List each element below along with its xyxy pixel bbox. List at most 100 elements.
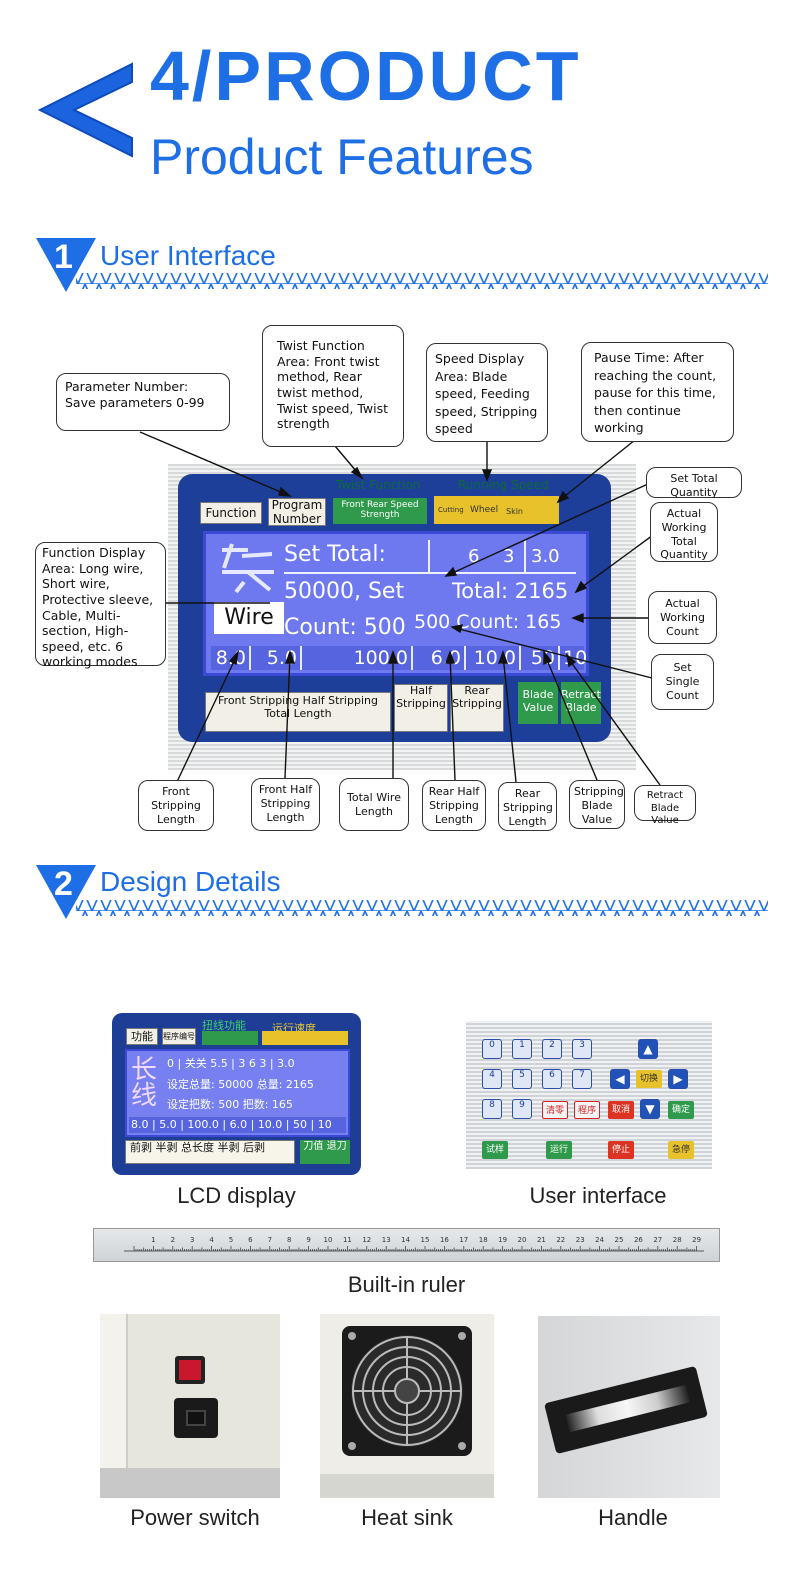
long-wire-glyph-icon: [222, 543, 274, 594]
ruler-tick-label: 12: [362, 1236, 371, 1244]
switch-button[interactable]: 切换: [636, 1070, 662, 1088]
key-8[interactable]: 8: [482, 1099, 502, 1119]
heat-sink-photo: [320, 1314, 494, 1498]
blade-value-button[interactable]: Blade Value: [518, 682, 558, 724]
screen-val-c: 3.0: [531, 546, 560, 567]
arrow-up-icon[interactable]: ▲: [638, 1039, 658, 1059]
param-cell: 50: [293, 1118, 308, 1131]
callout-rear-half-stripping-length: Rear Half Stripping Length: [422, 780, 486, 831]
callout-total-wire-length: Total Wire Length: [339, 778, 409, 831]
lcd-screen: 长线 0 | 关关 5.5 | 3 6 3 | 3.0 设定总量: 50000 …: [125, 1049, 350, 1137]
ruler-tick-label: 17: [459, 1236, 468, 1244]
arrow-down-icon[interactable]: ▼: [640, 1099, 660, 1119]
mode-display: Wire: [214, 602, 284, 634]
screen-line3b: 500 Count: 165: [414, 611, 562, 633]
program-number-button[interactable]: Program Number: [268, 498, 326, 526]
fan-icon: [342, 1326, 472, 1456]
param-cell: 5.0: [159, 1118, 177, 1131]
ruler-tick-label: 29: [692, 1236, 701, 1244]
function-button: 功能: [126, 1028, 158, 1045]
run-button[interactable]: 运行: [546, 1141, 572, 1159]
cabinet-edge: [100, 1314, 128, 1498]
ruler-tick-label: 11: [343, 1236, 352, 1244]
program-number-button: 程序编号: [162, 1028, 196, 1045]
ruler-tick-label: 13: [382, 1236, 391, 1244]
retract-blade-button[interactable]: Retract Blade: [561, 682, 601, 724]
confirm-button[interactable]: 确定: [668, 1101, 694, 1119]
ruler-tick-label: 1: [151, 1236, 155, 1244]
screen-val-b: 3: [503, 546, 515, 567]
front-rear-speed-button[interactable]: Front Rear Speed Strength: [333, 498, 427, 524]
ruler-tick-label: 16: [440, 1236, 449, 1244]
key-7[interactable]: 7: [572, 1069, 592, 1089]
ruler-tick-label: 6: [248, 1236, 253, 1244]
power-switch-icon: [175, 1356, 205, 1384]
callout-parameter-number: Parameter Number: Save parameters 0-99: [56, 373, 230, 431]
key-6[interactable]: 6: [542, 1069, 562, 1089]
screen-line2: 设定总量: 50000 总量: 2165: [167, 1078, 314, 1091]
wheel-label: Wheel: [470, 505, 499, 515]
param-cell: 10.0: [257, 1118, 283, 1131]
ruler-tick-label: 27: [653, 1236, 662, 1244]
rear-stripping-label: Rear Stripping: [452, 684, 502, 710]
callout-set-single-count: Set Single Count: [651, 654, 714, 710]
blade-label: 刀值: [303, 1141, 324, 1152]
half-stripping-cell: Half Stripping: [394, 684, 448, 732]
callout-pause-time: Pause Time: After reaching the count, pa…: [581, 342, 734, 442]
speed-strip: [262, 1031, 348, 1045]
caption-handle: Handle: [598, 1505, 668, 1530]
callout-function-display: Function Display Area: Long wire, Short …: [35, 542, 166, 669]
section-number: 2: [54, 865, 73, 903]
ruler-tick-label: 25: [615, 1236, 624, 1244]
callout-set-total-quantity: Set Total Quantity: [646, 467, 742, 499]
section-title: Design Details: [100, 866, 281, 897]
arrow-right-icon[interactable]: ▶: [668, 1069, 688, 1089]
param-cell: 6.0: [229, 1118, 248, 1131]
power-socket-icon: [174, 1398, 218, 1438]
test-button[interactable]: 试样: [482, 1141, 508, 1159]
page-subtitle: Product Features: [150, 129, 534, 185]
bottom-strip: 前剥 半剥 总长度 半剥 后剥: [125, 1140, 295, 1164]
section-banner: [36, 865, 768, 919]
arrow-left-icon[interactable]: ◀: [610, 1069, 630, 1089]
section-title: User Interface: [100, 240, 276, 271]
chevron-left-icon: [37, 62, 133, 158]
ruler-tick-label: 10: [324, 1236, 333, 1244]
screen-rule: [284, 572, 576, 574]
key-4[interactable]: 4: [482, 1069, 502, 1089]
program-button[interactable]: 程序: [574, 1101, 600, 1119]
ruler-tick-label: 4: [209, 1236, 214, 1244]
bottom-strip-left: Front Stripping Half Stripping Total Len…: [205, 692, 391, 732]
key-2[interactable]: 2: [542, 1039, 562, 1059]
callout-speed-display: Speed Display Area: Blade speed, Feeding…: [426, 343, 548, 442]
param-cell: 10: [317, 1118, 332, 1131]
callout-stripping-blade-value: Stripping Blade Value: [569, 780, 625, 829]
key-9[interactable]: 9: [512, 1099, 532, 1119]
ruler-tick-label: 5: [229, 1236, 233, 1244]
key-0[interactable]: 0: [482, 1039, 502, 1059]
emergency-stop-button[interactable]: 急停: [668, 1141, 694, 1159]
speed-button-group[interactable]: Cutting Wheel Skin: [434, 496, 559, 524]
running-speed-label: Running Speed: [458, 478, 549, 492]
key-5[interactable]: 5: [512, 1069, 532, 1089]
ruler-tick-label: 9: [306, 1236, 310, 1244]
mode-display: 长线: [131, 1055, 158, 1111]
screen-divider: [428, 540, 430, 572]
screen-divider: [524, 540, 526, 572]
key-3[interactable]: 3: [572, 1039, 592, 1059]
ruler-tick-label: 23: [576, 1236, 585, 1244]
ruler-tick-label: 7: [268, 1236, 272, 1244]
stop-button[interactable]: 停止: [608, 1141, 634, 1159]
callout-retract-blade-value: Retract Blade Value: [634, 785, 696, 826]
screen-line2: 50000, Set: [284, 579, 405, 604]
clear-button[interactable]: 清零: [542, 1101, 568, 1119]
rear-stripping-cell: Rear Stripping: [450, 684, 504, 732]
caption-power-switch: Power switch: [130, 1505, 260, 1530]
cancel-button[interactable]: 取消: [608, 1101, 634, 1119]
function-button[interactable]: Function: [200, 502, 262, 524]
key-1[interactable]: 1: [512, 1039, 532, 1059]
user-interface-photo: 0 1 2 3 4 5 6 7 8 9 清零 程序 取消 ▲ ◀ 切换 ▶ ▼ …: [466, 1021, 712, 1169]
ruler-tick-label: 15: [421, 1236, 430, 1244]
